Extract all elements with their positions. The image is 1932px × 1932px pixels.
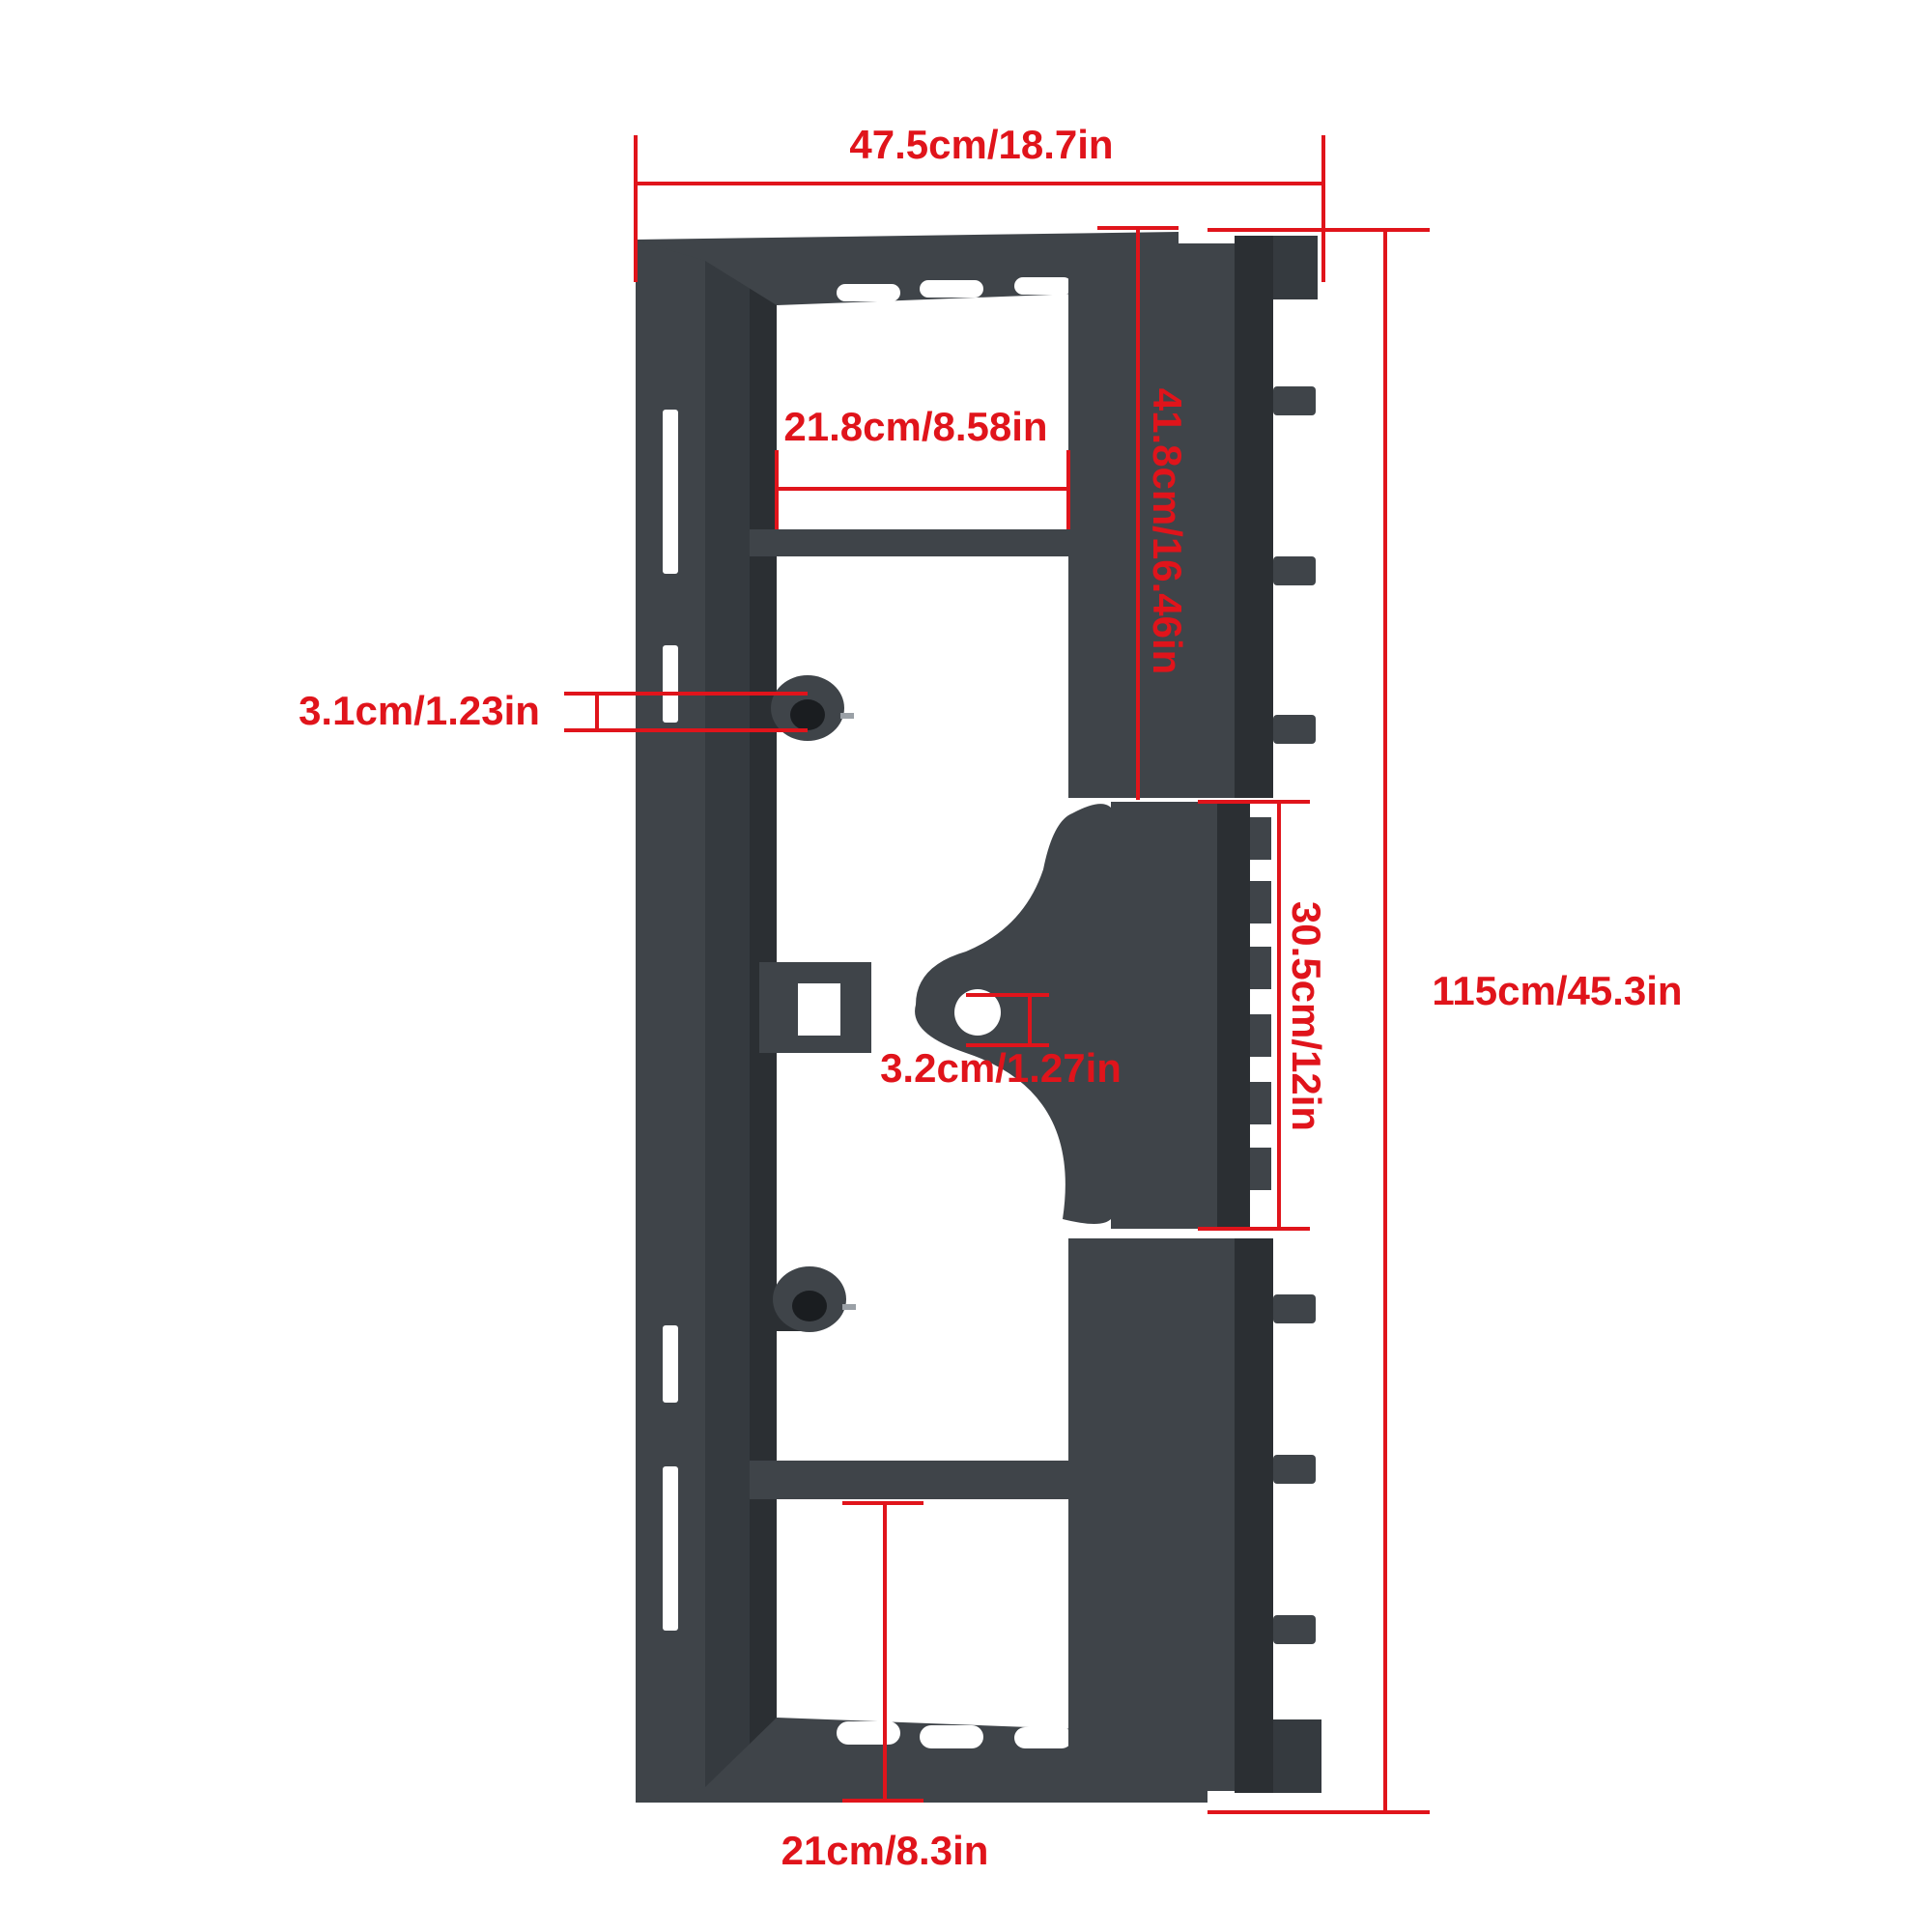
upper-plate-height-label: 41.8cm/16.46in	[1145, 388, 1190, 675]
upper-right-lip	[1273, 236, 1318, 299]
left-inner-rail	[705, 261, 750, 1787]
lower-pin-sleeve	[759, 1266, 856, 1332]
upper-cross-bar	[750, 529, 1068, 556]
dimension-lines	[564, 135, 1430, 1814]
dimension-labels: 47.5cm/18.7in 115cm/45.3in 21.8cm/8.58in…	[298, 122, 1683, 1873]
upper-right-plate-edge	[1235, 236, 1273, 798]
center-plate-height-label: 30.5cm/12in	[1284, 901, 1329, 1131]
mount-plate-frame	[636, 232, 1321, 1803]
right-side-tabs	[1273, 386, 1316, 1644]
bottom-slots	[837, 1721, 1072, 1748]
pin-sleeve-diameter-label: 3.1cm/1.23in	[298, 688, 540, 733]
lower-right-lip	[1273, 1719, 1321, 1793]
center-tube-side	[1217, 802, 1250, 1229]
center-gusset-plate	[915, 804, 1111, 1224]
left-flange-slots	[663, 410, 678, 1631]
top-slots	[837, 277, 1072, 301]
lower-right-plate	[1068, 1238, 1235, 1791]
bottom-opening-height-label: 21cm/8.3in	[781, 1828, 989, 1873]
overall-width-label: 47.5cm/18.7in	[849, 122, 1113, 167]
lower-right-plate-edge	[1235, 1238, 1273, 1793]
inner-opening-width-label: 21.8cm/8.58in	[783, 404, 1047, 449]
center-tube-teeth	[1250, 817, 1271, 1190]
upper-right-plate	[1068, 243, 1235, 798]
pin-hole-diameter-label: 3.2cm/1.27in	[880, 1045, 1122, 1091]
center-pin-hole	[954, 989, 1001, 1036]
center-tube	[1111, 802, 1217, 1229]
square-receiver-hole	[798, 983, 840, 1036]
overall-height-label: 115cm/45.3in	[1432, 968, 1682, 1013]
lower-cross-bar	[750, 1461, 1068, 1499]
